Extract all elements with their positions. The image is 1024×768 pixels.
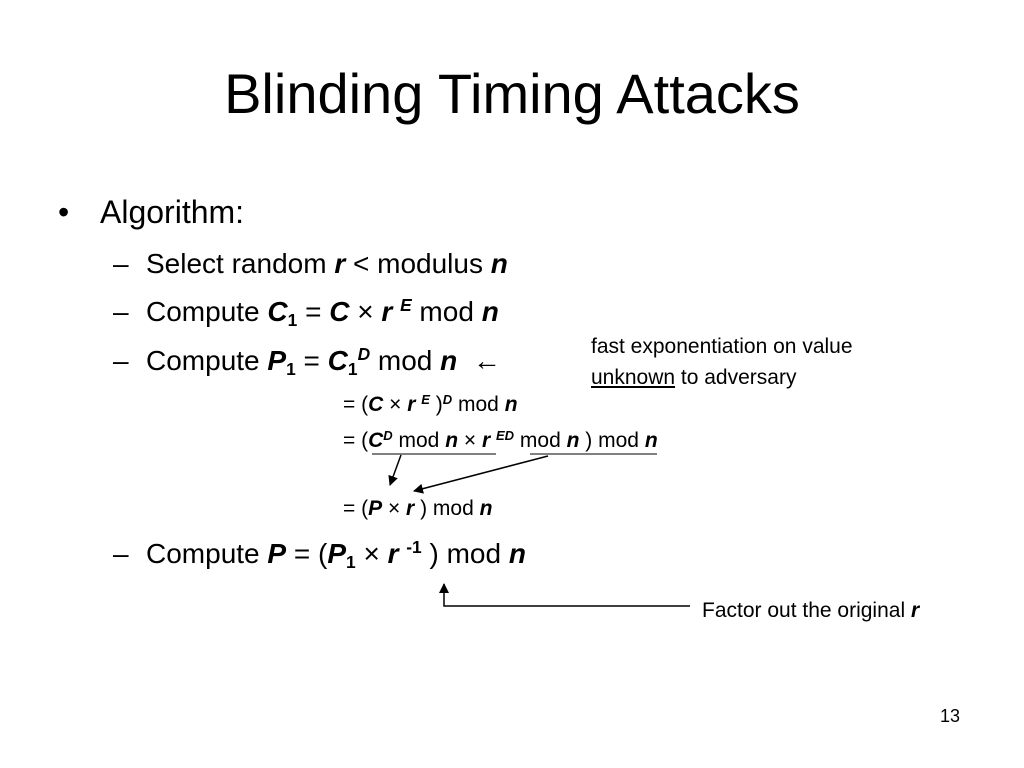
arrow-to-p — [388, 454, 402, 486]
slide-title: Blinding Timing Attacks — [224, 62, 800, 125]
arrow-factor-out — [439, 583, 690, 607]
page-number: 13 — [940, 706, 961, 726]
dash-step1: – — [113, 248, 129, 279]
note-fast-exponentiation-line2: unknown to adversary — [591, 366, 797, 389]
step-compute-p1: Compute P1 = C1D mod n ← — [146, 344, 501, 380]
equation-line-1: = (C × r E )D mod n — [343, 391, 518, 416]
dash-step4: – — [113, 538, 129, 569]
step-compute-p: Compute P = (P1 × r -1 ) mod n — [146, 537, 526, 573]
bullet-dot: • — [58, 194, 70, 230]
left-arrow-icon: ← — [472, 345, 501, 376]
note-fast-exponentiation-line1: fast exponentiation on value — [591, 335, 853, 358]
equation-line-2: = (CD mod n × r ED mod n ) mod n — [343, 427, 658, 452]
note-factor-out: Factor out the original r — [702, 599, 920, 622]
algorithm-label: Algorithm: — [100, 194, 245, 230]
step-select-random: Select random r < modulus n — [146, 248, 508, 279]
equation-line-3: = (P × r ) mod n — [343, 497, 493, 520]
arrow-to-r — [413, 455, 549, 494]
dash-step2: – — [113, 296, 129, 327]
dash-step3: – — [113, 345, 129, 376]
bullet-algorithm: • — [58, 193, 69, 231]
step-compute-c1: Compute C1 = C × r E mod n — [146, 295, 499, 331]
